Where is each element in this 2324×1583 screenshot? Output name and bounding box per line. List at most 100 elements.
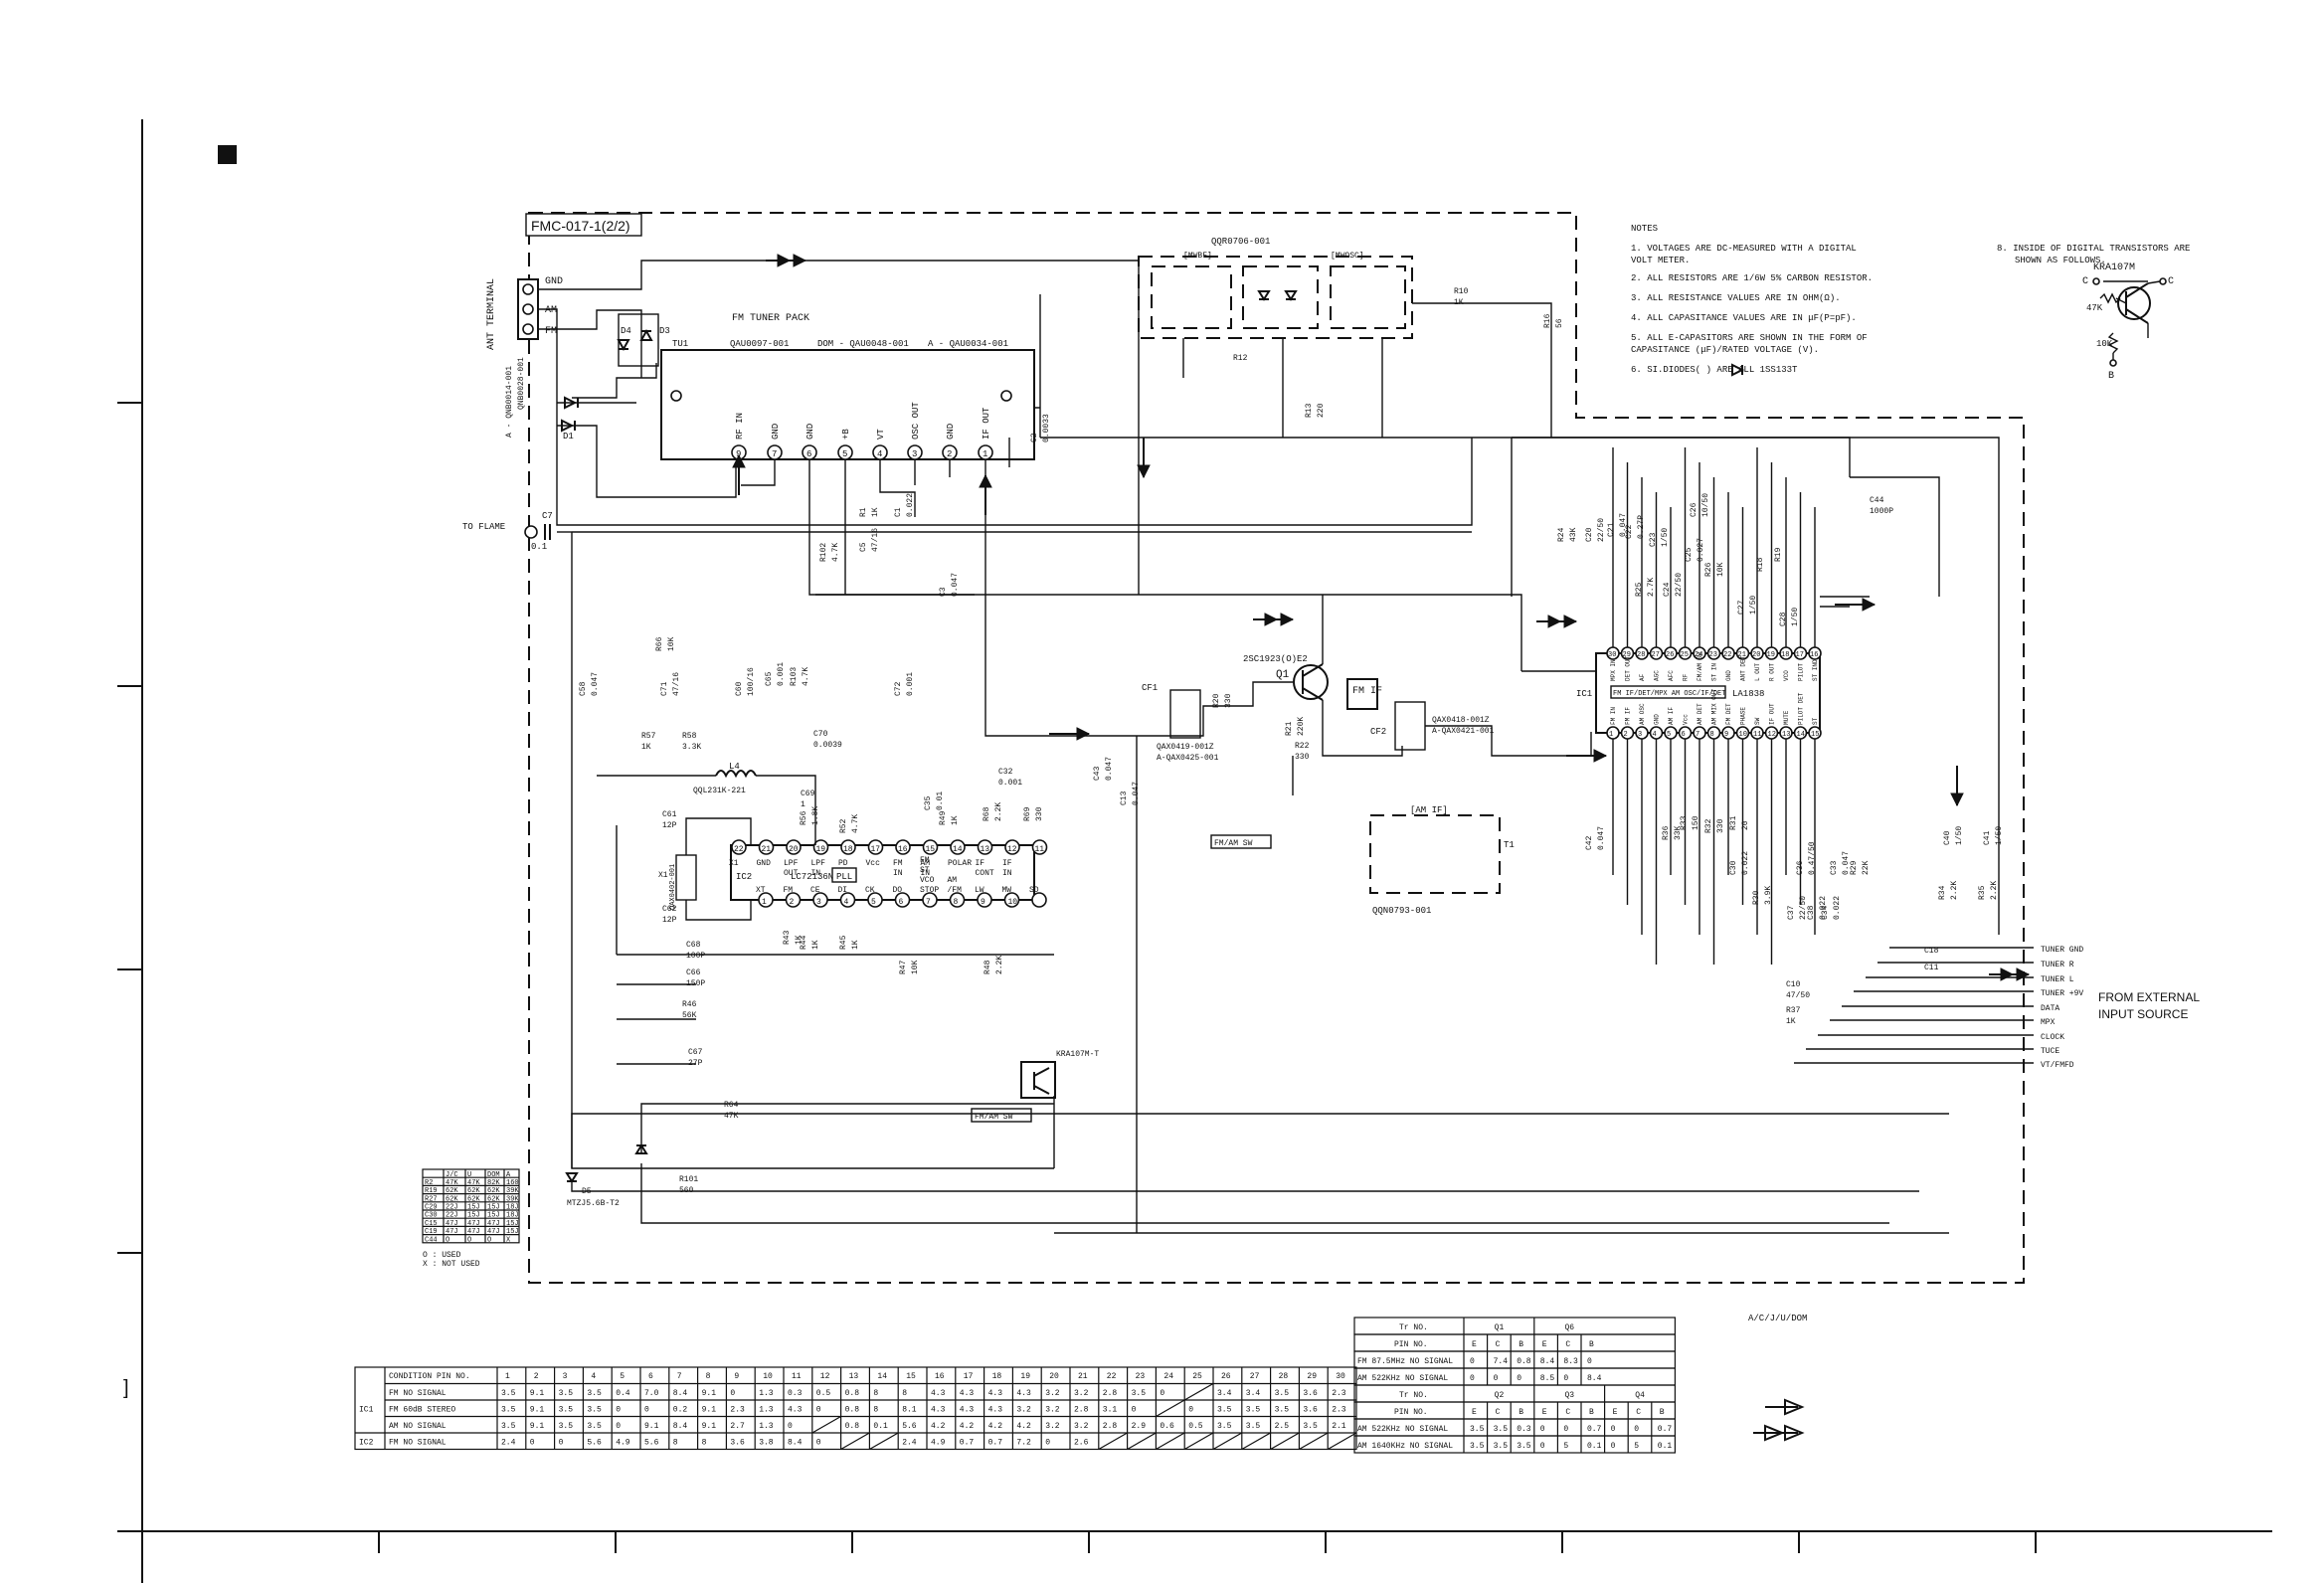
- tr-v-1-0-4: 0: [1540, 1425, 1545, 1434]
- part-ref-C43: C43: [1093, 766, 1102, 781]
- ic-table-v-0-1-3: 3.5: [587, 1406, 602, 1415]
- tr-v-1-0-1: 3.5: [1470, 1425, 1485, 1434]
- tr-pins-1-3: B: [1519, 1408, 1523, 1417]
- tr-pins-0-5: C: [1565, 1340, 1570, 1349]
- variant-cell-1-0: R19: [425, 1187, 438, 1195]
- ic-table-pin-14: 15: [906, 1372, 916, 1381]
- ic1-top-num-0: 30: [1608, 651, 1616, 659]
- pll-top-pin-7: [922, 839, 939, 855]
- x1-ref: X1: [658, 871, 668, 880]
- pll-top-name-7-0: AM: [921, 859, 931, 868]
- ic-table-v-0-1-12: 0.8: [845, 1406, 860, 1415]
- dtr-c-label: C: [2082, 276, 2088, 287]
- part-ref-C34: C34: [1821, 905, 1830, 920]
- bottom-tick-marks: [378, 1531, 2037, 1553]
- part-val-R26: 10K: [1716, 562, 1725, 577]
- ic-table-v-0-1-15: 4.3: [931, 1406, 946, 1415]
- cf1-part-0: QAX0419-001Z: [1157, 743, 1214, 752]
- part-ref-R29: R29: [1850, 860, 1859, 875]
- tr-v-0-0-6: 0: [1587, 1357, 1592, 1366]
- ic-table-v-0-1-18: 3.2: [1016, 1406, 1031, 1415]
- ic1-bot-label-5: Vcc: [1683, 714, 1690, 725]
- pll-top-pin-8: [950, 839, 966, 855]
- ic-table-v-1-0-1: 0: [530, 1439, 535, 1448]
- part-ref-R35: R35: [1978, 885, 1987, 900]
- part-ref-R45: R45: [839, 935, 848, 950]
- ic1-bot-label-8: FM DET: [1725, 703, 1732, 725]
- tuner-pin-num-5: 3: [912, 449, 917, 459]
- pll-top-name-9-0: IF: [976, 859, 985, 868]
- fm-am-sw-text-1: FM/AM SW: [1214, 839, 1253, 848]
- cf2-part-1: A-QAX0421-001: [1432, 727, 1495, 736]
- if-ic-wiring: [1612, 447, 1816, 965]
- part-ref-R44: R44: [800, 935, 808, 950]
- part-ref-C18: C18: [1924, 947, 1939, 956]
- ic-table-v-0-1-9: 1.3: [759, 1406, 774, 1415]
- note-line-4: 4. ALL CAPASITANCE VALUES ARE IN μF(P=pF…: [1631, 313, 1857, 323]
- ic-table-pin-10: 11: [792, 1372, 802, 1381]
- part-ref-R31: R31: [1729, 815, 1738, 830]
- ic1-bot-label-13: PILOT DET: [1798, 692, 1805, 725]
- ic-table-v-0-2-26: 3.5: [1246, 1422, 1261, 1431]
- tuner-pin-name-6: GND: [946, 424, 956, 440]
- part-val-C13: 0.047: [1132, 782, 1141, 805]
- part-val-C26: 10/50: [1701, 493, 1710, 517]
- ic-table-pin-5: 6: [648, 1372, 653, 1381]
- ic1-top-label-1: DET OUT: [1625, 655, 1632, 681]
- ic1-top-num-8: 22: [1723, 651, 1731, 659]
- tr-v-0-0-1: 0: [1470, 1357, 1475, 1366]
- diode-d3: [639, 328, 653, 341]
- part-val-R57: 1K: [641, 743, 651, 752]
- pll-bot-pin-3: [839, 892, 856, 908]
- ant-partno: QNB0028-001: [517, 357, 526, 410]
- ic-table-v-1-0-4: 4.9: [616, 1439, 630, 1448]
- ic1-bot-num-7: 8: [1710, 731, 1714, 739]
- tr-head-0-0: Tr NO.: [1399, 1323, 1428, 1332]
- ic-table-v-0-1-25: 3.5: [1217, 1406, 1232, 1415]
- mwosc-section: [1330, 265, 1406, 329]
- part-val-C68: 100P: [686, 952, 705, 961]
- ic-table-v-1-0-3: 5.6: [587, 1439, 602, 1448]
- ic-table-pin-16: 17: [964, 1372, 974, 1381]
- note8-line-1: SHOWN AS FOLLOWS.: [2015, 256, 2106, 265]
- tr-pins-0-1: E: [1472, 1340, 1477, 1349]
- board-label-box: [525, 213, 642, 237]
- part-ref-R56: R56: [800, 810, 808, 825]
- ic1-bot-label-11: IF OUT: [1769, 703, 1776, 725]
- ic-table-v-0-1-20: 2.8: [1074, 1406, 1089, 1415]
- l4-ref: L4: [729, 762, 740, 772]
- part-ref-C1: C1: [894, 507, 903, 517]
- ic1-bot-num-14: 15: [1811, 731, 1819, 739]
- ic-table-v-0-0-28: 3.6: [1303, 1389, 1318, 1398]
- pll-bot-pin-5: [894, 892, 911, 908]
- pll-ic-pins: 22X121GND20LPFOUT19LPFIN18PD17Vcc16FMIN1…: [729, 839, 1048, 908]
- ic1-top-label-11: R OUT: [1769, 663, 1776, 681]
- part-ref-C58: C58: [579, 681, 588, 696]
- part-val-R47: 10K: [911, 960, 920, 974]
- l4-inductor: [715, 770, 757, 779]
- ic-table-pin-0: 1: [505, 1372, 510, 1381]
- variant-head-4: A: [506, 1171, 511, 1179]
- variant-cell-7-2: O: [467, 1236, 471, 1244]
- ic-table-pin-21: 22: [1107, 1372, 1117, 1381]
- part-ref-C72: C72: [894, 681, 903, 696]
- pll-wiring: [616, 817, 1054, 1065]
- antenna-wiring: [538, 260, 1473, 526]
- ic-table-v-0-0-14: 8: [902, 1389, 907, 1398]
- cf1-filter: [1169, 689, 1201, 739]
- pll-top-name-6-0: FM: [893, 859, 903, 868]
- ic1-top-num-9: 21: [1738, 651, 1746, 659]
- ic-table-v-0-0-9: 1.3: [759, 1389, 774, 1398]
- part-ref-C3: C3: [939, 587, 948, 597]
- ic1-top-label-0: MPX IN: [1610, 659, 1617, 681]
- signal-arrows: [732, 254, 2031, 981]
- part-ref-C70: C70: [813, 730, 828, 739]
- part-val-R102: 4.7K: [831, 543, 840, 562]
- pll-bot-name-4-0: CK: [865, 886, 875, 895]
- ic-table-pin-18: 19: [1020, 1372, 1030, 1381]
- part-ref-C21: C21: [1607, 522, 1616, 537]
- tuner-pack-title: FM TUNER PACK: [732, 313, 809, 324]
- ic1-bot-num-8: 9: [1724, 731, 1728, 739]
- ic-table-v-0-1-19: 3.2: [1045, 1406, 1060, 1415]
- pll-top-name-0-0: X1: [729, 859, 739, 868]
